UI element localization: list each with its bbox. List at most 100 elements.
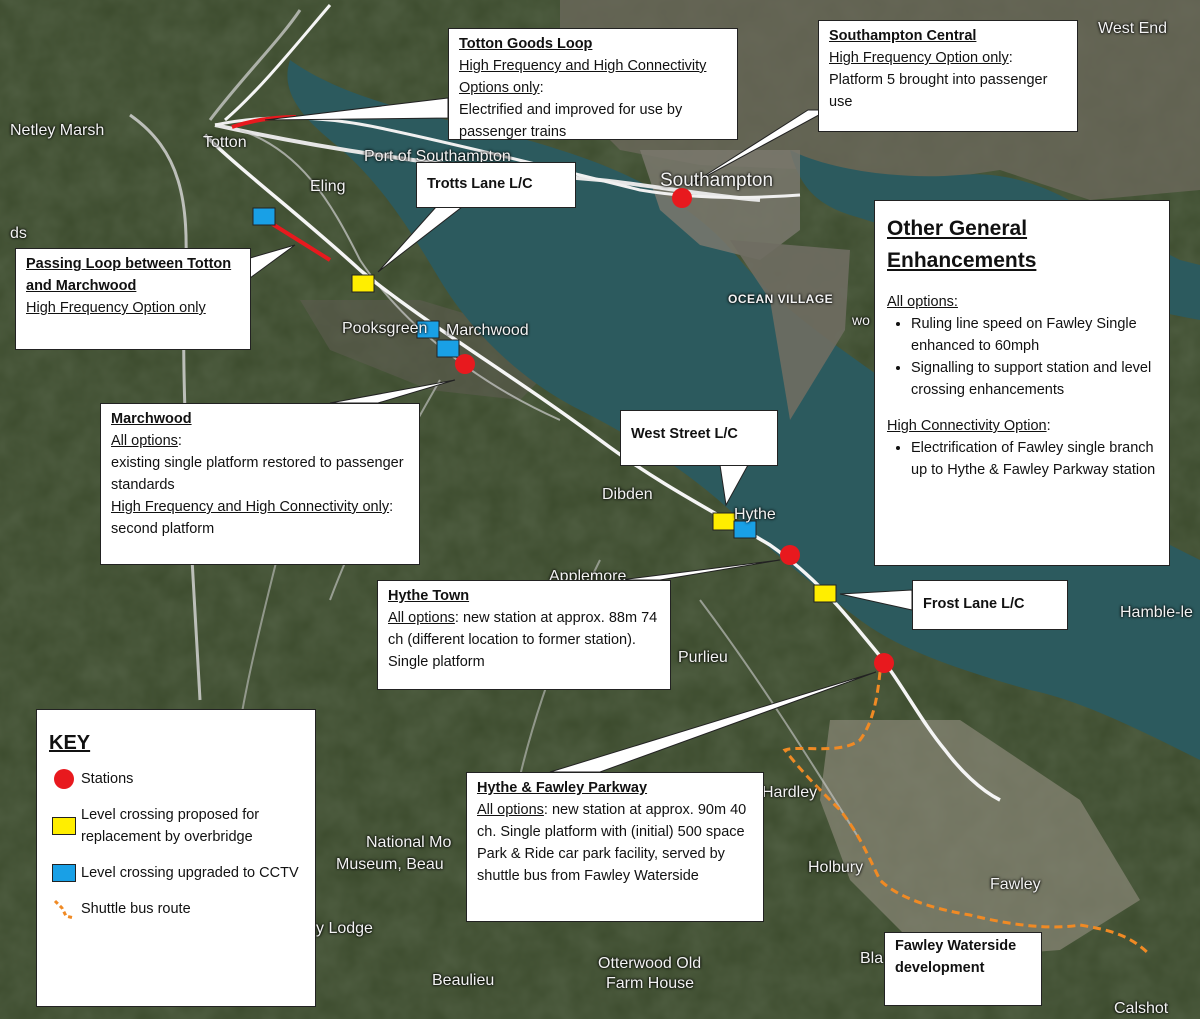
station-dot-icon <box>54 769 74 789</box>
place-label-marchwood: Marchwood <box>446 322 529 339</box>
place-label-fawley: Fawley <box>990 876 1041 893</box>
shuttle-bus-route <box>782 671 1152 957</box>
road <box>208 9 302 121</box>
callout-text: Electrified and improved for use by pass… <box>459 102 683 140</box>
place-label-southampton: Southampton <box>660 170 774 191</box>
place-label-lodge: y Lodge <box>316 920 373 937</box>
level-crossing-cctv <box>733 520 757 539</box>
key-item-cctv: Level crossing upgraded to CCTV <box>47 862 305 884</box>
key-item-overbridge: Level crossing proposed for replacement … <box>47 804 305 848</box>
station-hythe-town <box>780 545 800 565</box>
callout-option: High Frequency Option only <box>26 300 206 316</box>
blue-square-icon <box>52 864 76 882</box>
place-label-national-motor-museum: National Mo <box>366 834 452 851</box>
place-label-hamble: Hamble-le <box>1120 604 1193 621</box>
callout-hf-option: High Frequency and High Connectivity onl… <box>111 499 394 515</box>
level-crossing-cctv <box>416 320 440 339</box>
bullet-item: Electrification of Fawley single branch … <box>911 437 1157 481</box>
callout-option: High Frequency Option only: <box>829 50 1013 66</box>
level-crossing-overbridge <box>712 512 736 531</box>
station-marchwood <box>455 354 475 374</box>
place-label-dibden: Dibden <box>602 486 653 503</box>
place-label-hythe: Hythe <box>734 506 776 523</box>
callout-passing-loop: Passing Loop between Totton and Marchwoo… <box>15 248 251 350</box>
bullet-item: Signalling to support station and level … <box>911 357 1157 401</box>
place-label-bla: Bla <box>860 950 884 967</box>
place-label-port-of-southampton: Port of Southampton <box>364 148 511 165</box>
passing-loop-track <box>264 218 332 262</box>
place-label-eling: Eling <box>310 178 346 195</box>
callout-frost-lane: Frost Lane L/C <box>912 580 1068 630</box>
callout-fawley-waterside: Fawley Waterside development <box>884 932 1042 1006</box>
place-label-netley-marsh: Netley Marsh <box>10 122 105 139</box>
callout-title: Frost Lane L/C <box>923 596 1025 612</box>
place-label-farm-house: Farm House <box>606 975 695 992</box>
key-title: KEY <box>49 732 91 754</box>
bullet-item: Ruling line speed on Fawley Single enhan… <box>911 313 1157 357</box>
key-label: Shuttle bus route <box>81 901 191 917</box>
railway-line <box>224 4 332 122</box>
callout-marchwood: Marchwood All options: existing single p… <box>100 403 420 565</box>
callout-title: Hythe Town <box>388 588 470 604</box>
railway-line <box>203 133 1001 802</box>
place-label-beaulieu: Beaulieu <box>432 972 495 989</box>
bullet-list-all-options: Ruling line speed on Fawley Single enhan… <box>887 313 1157 401</box>
key-item-shuttle-bus: Shuttle bus route <box>47 898 305 920</box>
callout-title: Fawley Waterside development <box>895 938 1017 976</box>
callout-title: Passing Loop between Totton and Marchwoo… <box>26 256 232 294</box>
callout-trotts-lane: Trotts Lane L/C <box>416 162 576 208</box>
station-southampton-central <box>672 188 692 208</box>
level-crossing-overbridge <box>351 274 375 293</box>
callout-text: All options: new station at approx. 88m … <box>388 610 658 670</box>
level-crossing-cctv <box>436 339 460 358</box>
station-hythe-fawley-parkway <box>874 653 894 673</box>
docks-area <box>640 150 800 260</box>
callout-title: Trotts Lane L/C <box>427 176 533 192</box>
level-crossing-overbridge <box>813 584 837 603</box>
callout-text: Platform 5 brought into passenger use <box>829 72 1048 110</box>
callout-title: Hythe & Fawley Parkway <box>477 780 648 796</box>
key-label: Level crossing proposed for replacement … <box>81 807 260 845</box>
place-label-museum-beaulieu: Museum, Beau <box>336 856 444 873</box>
callout-hythe-town: Hythe Town All options: new station at a… <box>377 580 671 690</box>
road <box>239 129 561 421</box>
road <box>699 599 861 841</box>
callout-totton-goods-loop: Totton Goods Loop High Frequency and Hig… <box>448 28 738 140</box>
level-crossing-cctv <box>252 207 276 226</box>
place-label-ds: ds <box>10 225 27 242</box>
place-label-calshot: Calshot <box>1114 1000 1169 1017</box>
callout-heading-all-options: All options: <box>887 294 958 310</box>
callout-option: High Frequency and High Connectivity Opt… <box>459 58 707 96</box>
callout-title: Southampton Central <box>829 28 977 44</box>
place-label-otterwood-old: Otterwood Old <box>598 955 702 972</box>
callout-text: All options: new station at approx. 90m … <box>477 802 747 884</box>
callout-west-street: West Street L/C <box>620 410 778 466</box>
callout-heading-high-connectivity: High Connectivity Option: <box>887 418 1051 434</box>
bullet-list-high-connectivity: Electrification of Fawley single branch … <box>887 437 1157 481</box>
ocean-village-docks <box>730 240 850 420</box>
callout-text: second platform <box>111 521 215 537</box>
callout-all-options: All options: <box>111 433 182 449</box>
callout-title: Marchwood <box>111 411 192 427</box>
place-label-purlieu: Purlieu <box>678 649 728 666</box>
callout-title: Other General Enhancements <box>887 217 1037 272</box>
callout-text: existing single platform restored to pas… <box>111 455 404 493</box>
place-label-hardley: Hardley <box>762 784 818 801</box>
callout-southampton-central: Southampton Central High Frequency Optio… <box>818 20 1078 132</box>
orange-dashed-line-icon <box>53 899 75 920</box>
refinery-area <box>820 720 1140 960</box>
place-label-west-end: West End <box>1098 20 1168 37</box>
yellow-square-icon <box>52 817 76 835</box>
place-label-totton: Totton <box>203 134 247 151</box>
place-label-pooksgreen: Pooksgreen <box>342 320 428 337</box>
key-item-stations: Stations <box>47 768 305 790</box>
callout-other-general-enhancements: Other General Enhancements All options: … <box>874 200 1170 566</box>
key-label: Level crossing upgraded to CCTV <box>81 865 299 881</box>
place-label-holbury: Holbury <box>808 859 864 876</box>
key-label: Stations <box>81 771 134 787</box>
place-label-wo: wo <box>852 312 870 328</box>
place-label-ocean-village: OCEAN VILLAGE <box>728 292 834 306</box>
callout-hythe-fawley-parkway: Hythe & Fawley Parkway All options: new … <box>466 772 764 922</box>
callout-title: Totton Goods Loop <box>459 36 593 52</box>
